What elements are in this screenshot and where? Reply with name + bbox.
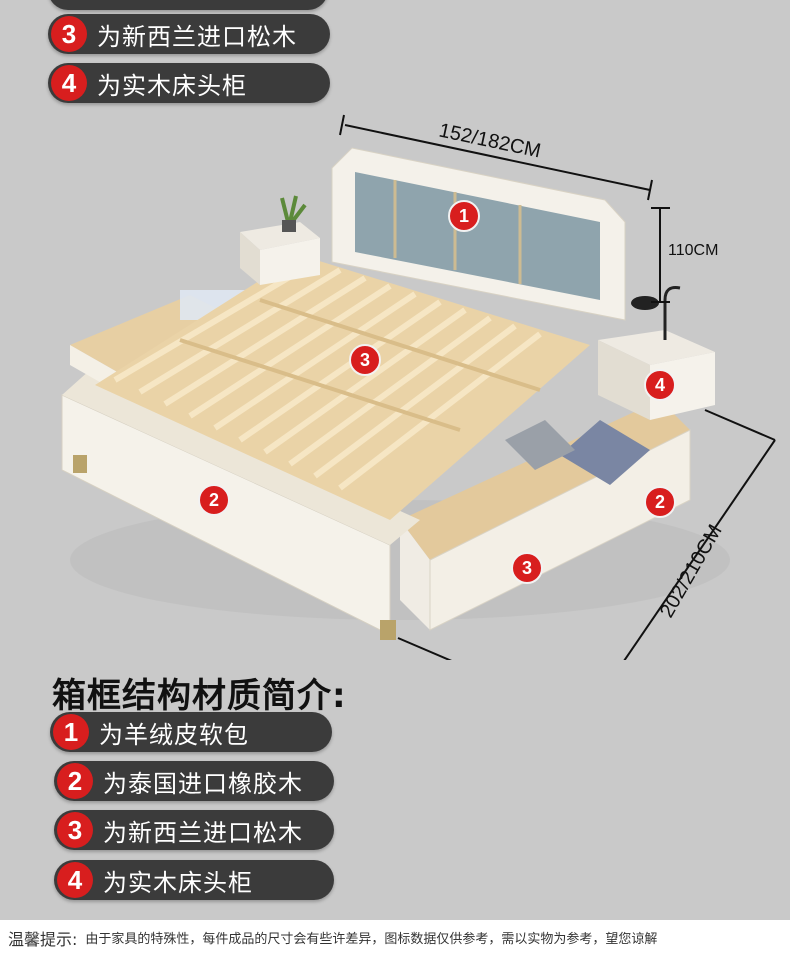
section-item-4: 4 为实木床头柜 <box>54 860 334 900</box>
number-badge: 4 <box>51 65 87 101</box>
top-item-4: 4 为实木床头柜 <box>48 63 330 103</box>
footer-notice: 温馨提示: 由于家具的特殊性，每件成品的尺寸会有些许差异，图标数据仅供参考，需以… <box>0 920 790 955</box>
marker-drawer: 3 <box>511 552 543 584</box>
marker-headboard: 1 <box>448 200 480 232</box>
bed-illustration <box>61 114 776 660</box>
footer-text: 由于家具的特殊性，每件成品的尺寸会有些许差异，图标数据仅供参考，需以实物为参考，… <box>85 932 658 947</box>
item-text: 为新西兰进口松木 <box>103 818 303 847</box>
top-item-3: 3 为新西兰进口松木 <box>48 14 330 54</box>
section-item-1: 1 为羊绒皮软包 <box>50 712 332 752</box>
section-item-3: 3 为新西兰进口松木 <box>54 810 334 850</box>
item-text: 为新西兰进口松木 <box>97 22 297 51</box>
number-badge: 2 <box>57 763 93 799</box>
marker-slats: 3 <box>349 344 381 376</box>
top-cut-pill <box>48 0 328 10</box>
number-badge: 3 <box>57 812 93 848</box>
height-dimension-label: 110CM <box>668 242 719 259</box>
item-text: 为羊绒皮软包 <box>99 720 249 749</box>
footer-label: 温馨提示: <box>8 929 78 949</box>
item-text: 为实木床头柜 <box>103 868 253 897</box>
marker-frame-left: 2 <box>198 484 230 516</box>
number-badge: 3 <box>51 16 87 52</box>
section-item-2: 2 为泰国进口橡胶木 <box>54 761 334 801</box>
number-badge: 4 <box>57 862 93 898</box>
number-badge: 1 <box>53 714 89 750</box>
item-text: 为泰国进口橡胶木 <box>103 769 303 798</box>
marker-frame-right: 2 <box>644 486 676 518</box>
item-text: 为实木床头柜 <box>97 71 247 100</box>
section-title: 箱框结构材质简介: <box>52 676 347 716</box>
marker-nightstand: 4 <box>644 369 676 401</box>
